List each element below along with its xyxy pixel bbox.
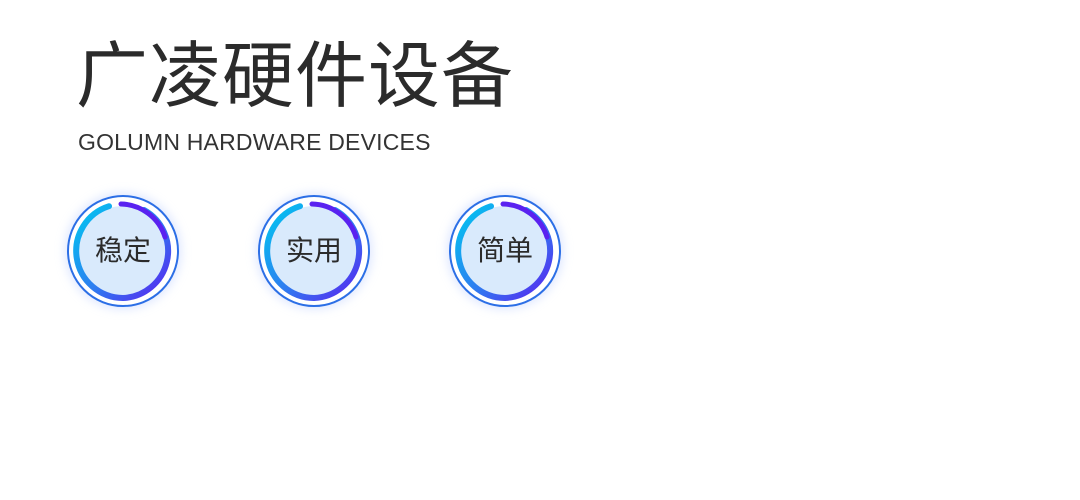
progress-ring-icon [65, 193, 181, 309]
feature-badge-practical: 实用 [256, 193, 372, 309]
feature-label: 稳定 [94, 234, 151, 267]
page-subtitle: GOLUMN HARDWARE DEVICES [78, 129, 431, 155]
progress-ring-icon [256, 193, 372, 309]
feature-badge-simple: 简单 [447, 193, 563, 309]
feature-label: 简单 [476, 234, 533, 267]
feature-badge-stable: 稳定 [65, 193, 181, 309]
page-title: 广凌硬件设备 [76, 34, 515, 118]
progress-ring-icon [447, 193, 563, 309]
feature-label: 实用 [285, 234, 342, 267]
